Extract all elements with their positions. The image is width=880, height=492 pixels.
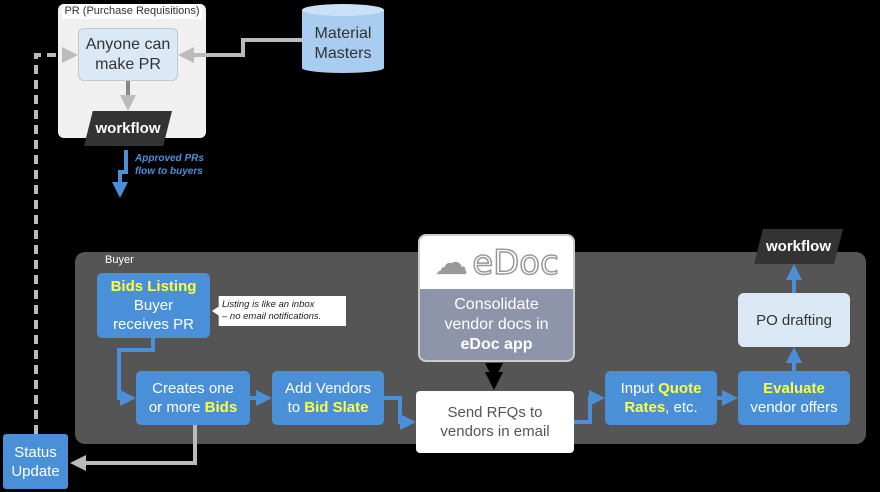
buyer-title: Buyer — [105, 254, 134, 266]
edoc-logo: ☁ eDoc — [420, 236, 573, 289]
bids-listing-text: Buyer — [133, 297, 174, 314]
bids-listing-text: receives PR — [113, 316, 194, 333]
callout-line: Listing is like an inbox — [222, 299, 315, 310]
material-masters-cylinder — [302, 4, 384, 73]
edoc-box: ☁ eDoc Consolidate vendor docs in eDoc a… — [418, 234, 575, 362]
evaluate-text: vendor offers — [750, 399, 838, 416]
creates-highlight: Bids — [204, 399, 238, 416]
material-masters-label: Material Masters — [314, 25, 372, 62]
creates-text: Creates one — [152, 380, 234, 397]
pr-group-title: PR (Purchase Requisitions) — [62, 4, 202, 19]
status-text: Update — [11, 462, 60, 480]
approved-note-line: flow to buyers — [135, 166, 203, 177]
listing-callout: Listing is like an inbox – no email noti… — [212, 296, 346, 326]
evaluate-highlight: Evaluate — [763, 380, 825, 397]
buyer-workflow: workflow — [754, 229, 843, 264]
status-text: Status — [14, 443, 57, 461]
add-to-send — [384, 396, 416, 430]
input-quote-box: Input Quote Rates, etc. — [605, 371, 717, 425]
evaluate-box: Evaluate vendor offers — [738, 371, 850, 425]
edoc-line: eDoc app — [460, 336, 533, 353]
po-drafting-box: PO drafting — [738, 293, 850, 347]
send-rfqs-box: Send RFQs to vendors in email — [416, 391, 574, 453]
edoc-line: vendor docs in — [444, 316, 549, 333]
listing-to-creates — [117, 338, 155, 406]
add-vendors-highlight: Bid Slate — [304, 399, 369, 416]
callout-line: – no email notifications. — [222, 311, 322, 322]
bids-listing-title: Bids Listing — [110, 278, 197, 295]
edoc-text: Consolidate vendor docs in eDoc app — [420, 289, 573, 355]
approved-arrow — [112, 150, 128, 198]
send-to-input — [574, 390, 605, 424]
edoc-logo-text: eDoc — [471, 242, 559, 284]
cloud-icon: ☁ — [434, 243, 469, 282]
approved-note-line: Approved PRs — [135, 153, 204, 164]
mm-to-pr-arrow — [178, 38, 302, 63]
add-vendors-box: Add Vendors to Bid Slate — [272, 371, 384, 425]
make-pr-box: Anyone can make PR — [78, 28, 178, 81]
creates-bids-box: Creates one or more Bids — [136, 371, 250, 425]
status-dashed-line — [34, 47, 78, 434]
add-vendors-text: to — [287, 399, 305, 416]
input-quote-highlight: Rates — [624, 399, 666, 416]
creates-to-status — [70, 425, 197, 471]
add-vendors-text: Add Vendors — [285, 380, 371, 397]
input-quote-text: Input — [620, 380, 659, 397]
status-update-box: Status Update — [3, 434, 68, 489]
edoc-line: Consolidate — [454, 296, 539, 313]
bids-listing-box: Bids Listing Buyer receives PR — [97, 273, 210, 338]
pr-workflow: workflow — [84, 111, 172, 146]
creates-text: or more — [148, 399, 205, 416]
input-quote-highlight: Quote — [658, 380, 702, 397]
approved-note: Approved PRs flow to buyers — [135, 152, 204, 178]
input-quote-text: , etc. — [665, 399, 698, 416]
